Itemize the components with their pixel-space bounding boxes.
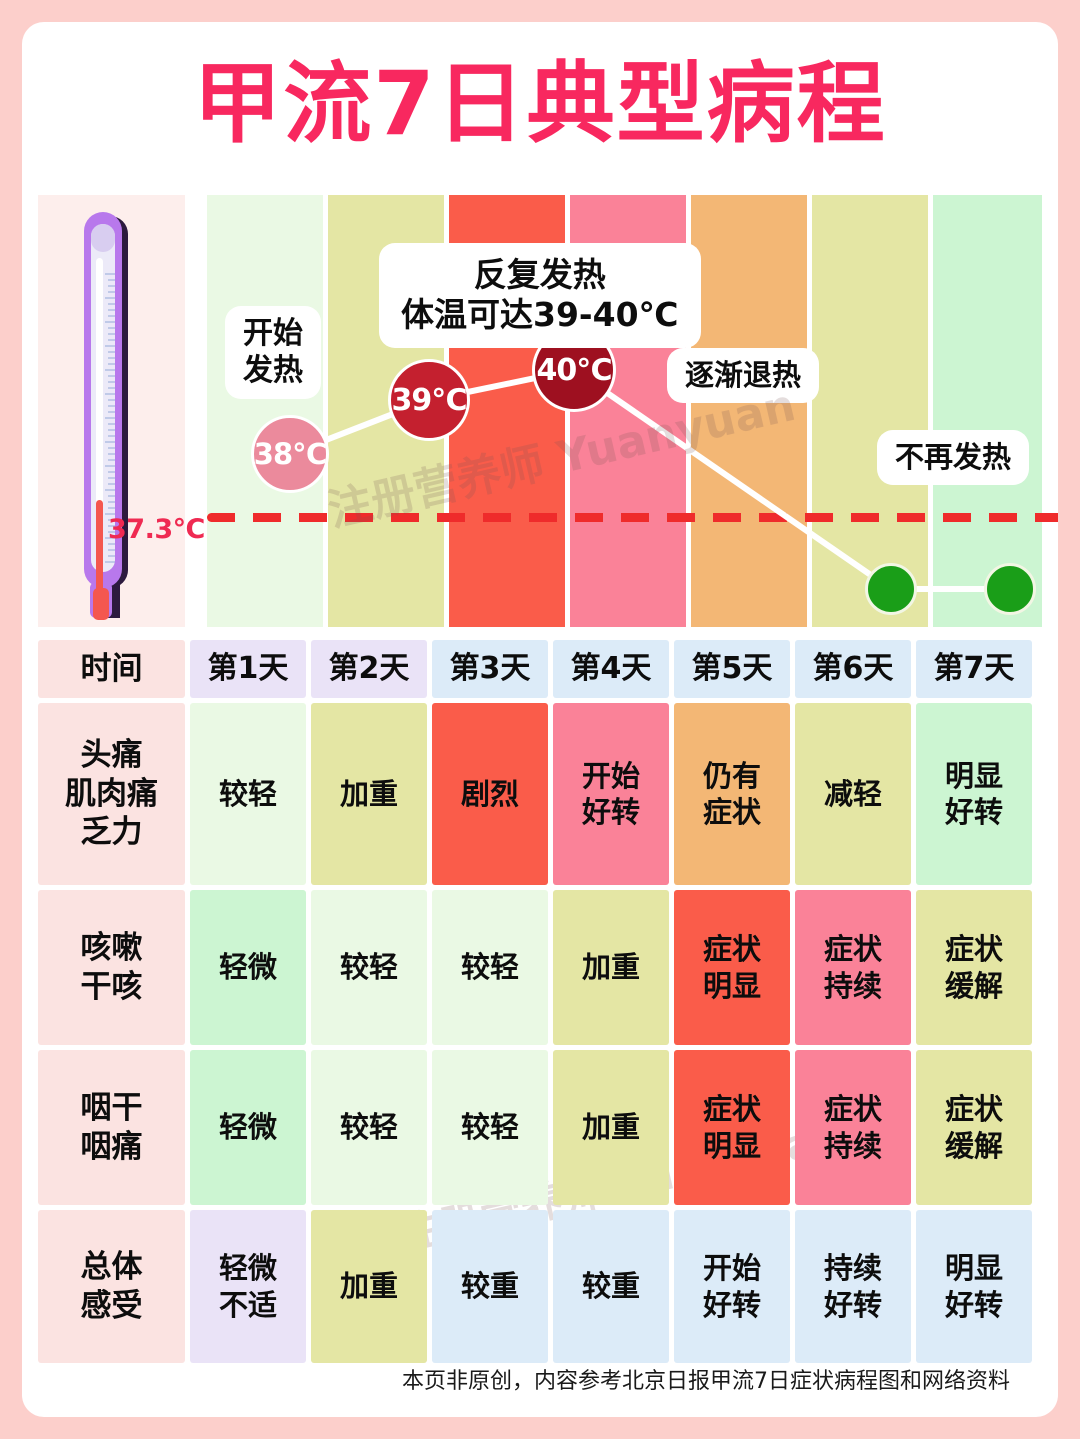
cell-headache-day4: 开始 好转 bbox=[553, 703, 669, 885]
threshold-dashed-line bbox=[207, 513, 1058, 522]
callout-gradual-decline: 逐渐退热 bbox=[667, 348, 820, 404]
thermometer-icon bbox=[74, 210, 144, 625]
cell-overall-day5: 开始 好转 bbox=[674, 1210, 790, 1363]
page-title: 甲流7日典型病程 bbox=[193, 52, 887, 155]
cell-headache-day5: 仍有 症状 bbox=[674, 703, 790, 885]
cell-overall-day7: 明显 好转 bbox=[916, 1210, 1032, 1363]
table-row: 总体 感受 轻微 不适 加重 较重 较重 开始 好转 持续 好转 明显 好转 bbox=[38, 1210, 1042, 1363]
cell-headache-day6: 减轻 bbox=[795, 703, 911, 885]
row-label-overall: 总体 感受 bbox=[38, 1210, 185, 1363]
chart-column-day7 bbox=[933, 195, 1042, 627]
cell-headache-day2: 加重 bbox=[311, 703, 427, 885]
cell-cough-day6: 症状 持续 bbox=[795, 890, 911, 1045]
cell-overall-day4: 较重 bbox=[553, 1210, 669, 1363]
cell-headache-day3: 剧烈 bbox=[432, 703, 548, 885]
normal-temp-dot-day7[interactable] bbox=[984, 563, 1036, 615]
row-label-cough: 咳嗽 干咳 bbox=[38, 890, 185, 1045]
cell-overall-day1: 轻微 不适 bbox=[190, 1210, 306, 1363]
table-header-day2: 第2天 bbox=[311, 640, 427, 698]
cell-cough-day1: 轻微 bbox=[190, 890, 306, 1045]
callout-no-fever: 不再发热 bbox=[877, 430, 1030, 486]
symptom-table: 时间 第1天 第2天 第3天 第4天 第5天 第6天 第7天 头痛 肌肉痛 乏力… bbox=[38, 640, 1042, 1368]
row-label-sore-throat: 咽干 咽痛 bbox=[38, 1050, 185, 1205]
threshold-temp-label: 37.3℃ bbox=[108, 514, 205, 545]
table-row: 头痛 肌肉痛 乏力 较轻 加重 剧烈 开始 好转 仍有 症状 减轻 明显 好转 bbox=[38, 703, 1042, 885]
cell-headache-day1: 较轻 bbox=[190, 703, 306, 885]
table-header-time: 时间 bbox=[38, 640, 185, 698]
callout-start-fever: 开始 发热 bbox=[225, 306, 321, 400]
table-header-day5: 第5天 bbox=[674, 640, 790, 698]
cell-throat-day4: 加重 bbox=[553, 1050, 669, 1205]
cell-overall-day6: 持续 好转 bbox=[795, 1210, 911, 1363]
row-label-headache: 头痛 肌肉痛 乏力 bbox=[38, 703, 185, 885]
table-header-day4: 第4天 bbox=[553, 640, 669, 698]
temp-marker-day2[interactable]: 39℃ bbox=[388, 359, 470, 441]
chart-column-day5 bbox=[691, 195, 807, 627]
cell-cough-day4: 加重 bbox=[553, 890, 669, 1045]
footer-note: 本页非原创，内容参考北京日报甲流7日症状病程图和网络资料 bbox=[402, 1369, 1010, 1394]
cell-throat-day7: 症状 缓解 bbox=[916, 1050, 1032, 1205]
table-header-row: 时间 第1天 第2天 第3天 第4天 第5天 第6天 第7天 bbox=[38, 640, 1042, 698]
temp-marker-day1[interactable]: 38℃ bbox=[251, 415, 329, 493]
cell-cough-day7: 症状 缓解 bbox=[916, 890, 1032, 1045]
cell-cough-day2: 较轻 bbox=[311, 890, 427, 1045]
cell-throat-day3: 较轻 bbox=[432, 1050, 548, 1205]
cell-overall-day3: 较重 bbox=[432, 1210, 548, 1363]
cell-throat-day6: 症状 持续 bbox=[795, 1050, 911, 1205]
cell-cough-day3: 较轻 bbox=[432, 890, 548, 1045]
cell-cough-day5: 症状 明显 bbox=[674, 890, 790, 1045]
chart-column-day6 bbox=[812, 195, 928, 627]
infographic-card: 甲流7日典型病程 bbox=[22, 22, 1058, 1417]
table-header-day3: 第3天 bbox=[432, 640, 548, 698]
table-header-day7: 第7天 bbox=[916, 640, 1032, 698]
table-header-day1: 第1天 bbox=[190, 640, 306, 698]
table-header-day6: 第6天 bbox=[795, 640, 911, 698]
cell-throat-day5: 症状 明显 bbox=[674, 1050, 790, 1205]
cell-overall-day2: 加重 bbox=[311, 1210, 427, 1363]
chart-column-day1 bbox=[207, 195, 323, 627]
table-row: 咳嗽 干咳 轻微 较轻 较轻 加重 症状 明显 症状 持续 症状 缓解 bbox=[38, 890, 1042, 1045]
normal-temp-dot-day6[interactable] bbox=[865, 563, 917, 615]
cell-headache-day7: 明显 好转 bbox=[916, 703, 1032, 885]
cell-throat-day2: 较轻 bbox=[311, 1050, 427, 1205]
table-row: 咽干 咽痛 轻微 较轻 较轻 加重 症状 明显 症状 持续 症状 缓解 bbox=[38, 1050, 1042, 1205]
callout-repeat-fever: 反复发热 体温可达39-40℃ bbox=[379, 243, 701, 348]
cell-throat-day1: 轻微 bbox=[190, 1050, 306, 1205]
